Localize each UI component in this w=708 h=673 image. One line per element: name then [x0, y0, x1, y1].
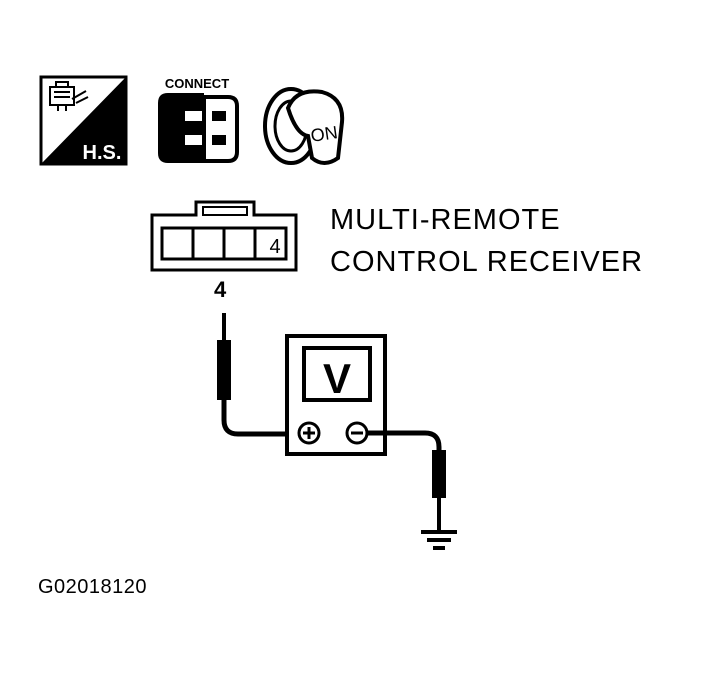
component-name-line2: CONTROL RECEIVER	[330, 246, 644, 278]
connector-pin-number: 4	[269, 236, 280, 258]
figure-id: G02018120	[38, 576, 148, 598]
terminal-label: 4	[214, 277, 227, 302]
positive-terminal	[297, 421, 321, 445]
ground-symbol	[421, 530, 457, 550]
positive-probe	[217, 313, 294, 437]
connect-label: CONNECT	[165, 76, 229, 91]
negative-probe	[367, 430, 446, 532]
on-label: ON	[309, 122, 339, 146]
voltmeter: V	[285, 334, 387, 456]
connect-icon: CONNECT	[158, 76, 239, 163]
harness-connector-icon: H.S.	[39, 75, 128, 166]
ignition-on-icon: ON	[263, 87, 345, 165]
negative-terminal	[345, 421, 369, 445]
hs-label: H.S.	[83, 142, 122, 164]
connector-block: 4	[150, 200, 298, 272]
voltmeter-label: V	[323, 355, 351, 402]
component-name-line1: MULTI-REMOTE	[330, 204, 561, 236]
